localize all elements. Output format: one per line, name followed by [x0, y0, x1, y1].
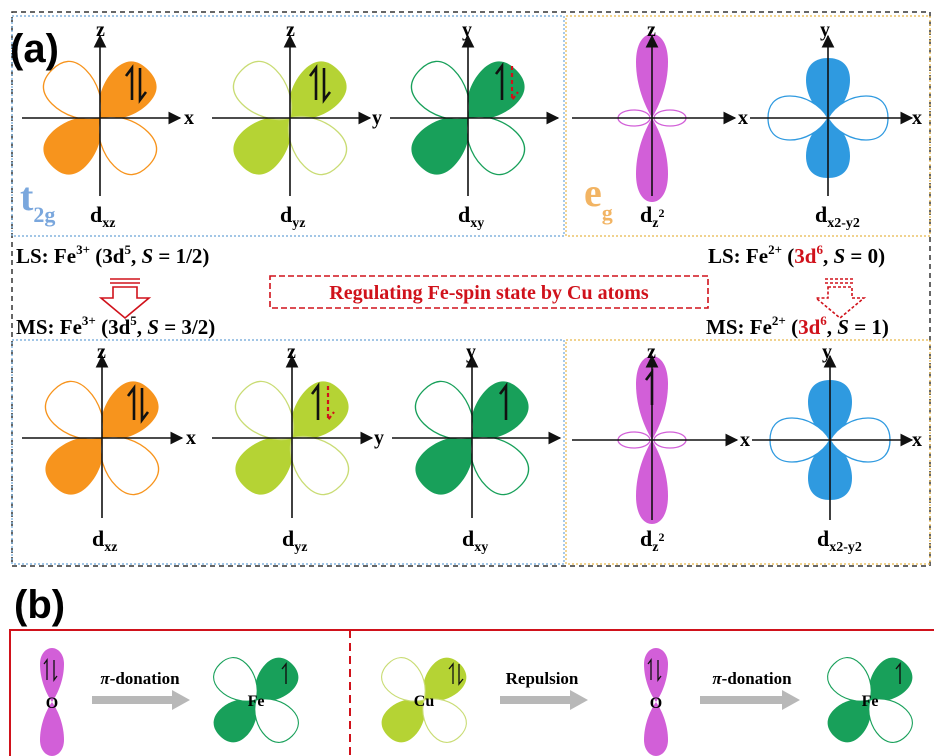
spin-up-arrow-icon — [126, 384, 136, 420]
banner-text: Regulating Fe-spin state by Cu atoms — [329, 282, 649, 304]
dxy-label-bottom: dxy — [462, 526, 488, 555]
t2g-label: t2g — [20, 174, 55, 227]
panel-b-label: (b) — [14, 583, 65, 627]
axis-x-label: x — [186, 427, 196, 449]
dx2y2-label-bottom: dx2-y2 — [817, 526, 862, 555]
t2g-bottom-box — [11, 339, 565, 565]
dxz-label-bottom: dxz — [92, 526, 117, 555]
pi-donation-label-left: π-donation — [100, 669, 180, 688]
fe-atom-label: Fe — [248, 693, 265, 710]
fe-d-orbital-left — [206, 650, 306, 750]
panel-a-label: (a) — [10, 27, 59, 71]
ms-fe3-config: MS: Fe3+ (3d5, S = 3/2) — [16, 313, 215, 339]
dxy-label-top: dxy — [458, 202, 484, 231]
spin-up-arrow-icon — [310, 382, 320, 420]
dx2y2-label-top: dx2-y2 — [815, 202, 860, 231]
o-atom-label: O — [46, 695, 58, 712]
dz2-orbital-bottom — [572, 354, 739, 524]
axis-y-label: y — [462, 19, 472, 41]
axis-y-label: y — [822, 341, 832, 363]
panel-a-outer-border — [11, 11, 931, 567]
ms-fe2-config: MS: Fe2+ (3d6, S = 1) — [706, 313, 889, 339]
repulsion-label: Repulsion — [506, 669, 579, 688]
dz2-orbital-top — [572, 34, 737, 202]
ls-fe3-config: LS: Fe3+ (3d5, S = 1/2) — [16, 242, 209, 268]
axis-x-label: x — [184, 107, 194, 129]
spin-down-arrow-icon — [138, 68, 148, 104]
axis-z-label: z — [647, 19, 656, 41]
axis-y-label: y — [372, 107, 382, 129]
spin-down-arrow-icon — [322, 68, 332, 104]
dxz-orbital-top — [22, 34, 182, 196]
banner-box — [269, 275, 709, 309]
ls-fe2-config: LS: Fe2+ (3d6, S = 0) — [708, 242, 885, 268]
dyz-orbital-top — [212, 34, 372, 196]
spin-up-arrow-icon — [494, 62, 504, 100]
axis-z-label: z — [286, 19, 295, 41]
spin-up-arrow-icon — [644, 368, 654, 405]
fe-atom-label-right: Fe — [862, 693, 879, 710]
dz2-label-bottom: dz2 — [640, 526, 664, 555]
pi-donation-arrow-right — [700, 690, 800, 710]
dyz-label-top: dyz — [280, 202, 305, 231]
eg-label: eg — [584, 170, 613, 225]
axis-z-label: z — [96, 19, 105, 41]
pi-donation-arrow-left — [92, 690, 190, 710]
spin-up-arrow-icon — [498, 382, 508, 420]
axis-z-label: z — [97, 341, 106, 363]
panel-b-border — [9, 629, 934, 756]
fe-d-orbital-right — [820, 650, 920, 750]
dxz-label-top: dxz — [90, 202, 115, 231]
dx2y2-orbital-bottom — [752, 354, 914, 520]
axis-z-label: z — [647, 341, 656, 363]
dxy-orbital-top — [390, 34, 560, 196]
axis-x-label: x — [738, 107, 748, 129]
spin-up-arrow-icon — [308, 64, 318, 100]
axis-y-label: y — [374, 427, 384, 449]
o-atom-label-right: O — [650, 695, 662, 712]
pi-donation-label-right: π-donation — [712, 669, 792, 688]
cu-d-orbital — [374, 650, 474, 750]
o-p-orbital-left — [40, 648, 64, 756]
t2g-top-box — [11, 15, 565, 237]
axis-y-label: y — [820, 19, 830, 41]
eg-top-box — [565, 15, 931, 237]
dyz-label-bottom: dyz — [282, 526, 307, 555]
dx2y2-orbital-top — [750, 34, 914, 196]
dz2-label-top: dz2 — [640, 202, 664, 231]
dxy-orbital-bottom — [392, 354, 562, 518]
axis-x-label: x — [912, 429, 922, 451]
ls-to-ms-arrow-icon-right — [813, 278, 867, 320]
repulsion-arrow — [500, 690, 588, 710]
o-p-orbital-right — [644, 648, 668, 756]
ls-to-ms-arrow-icon-left — [98, 278, 152, 320]
spin-up-arrow-icon — [124, 64, 134, 100]
axis-x-label: x — [740, 429, 750, 451]
spin-down-arrow-icon — [140, 388, 150, 424]
axis-x-label: x — [912, 107, 922, 129]
eg-bottom-box — [565, 339, 931, 565]
axis-z-label: z — [287, 341, 296, 363]
cu-atom-label: Cu — [414, 693, 435, 710]
axis-y-label: y — [466, 341, 476, 363]
dxz-orbital-bottom — [22, 354, 184, 518]
dyz-orbital-bottom — [212, 354, 374, 518]
